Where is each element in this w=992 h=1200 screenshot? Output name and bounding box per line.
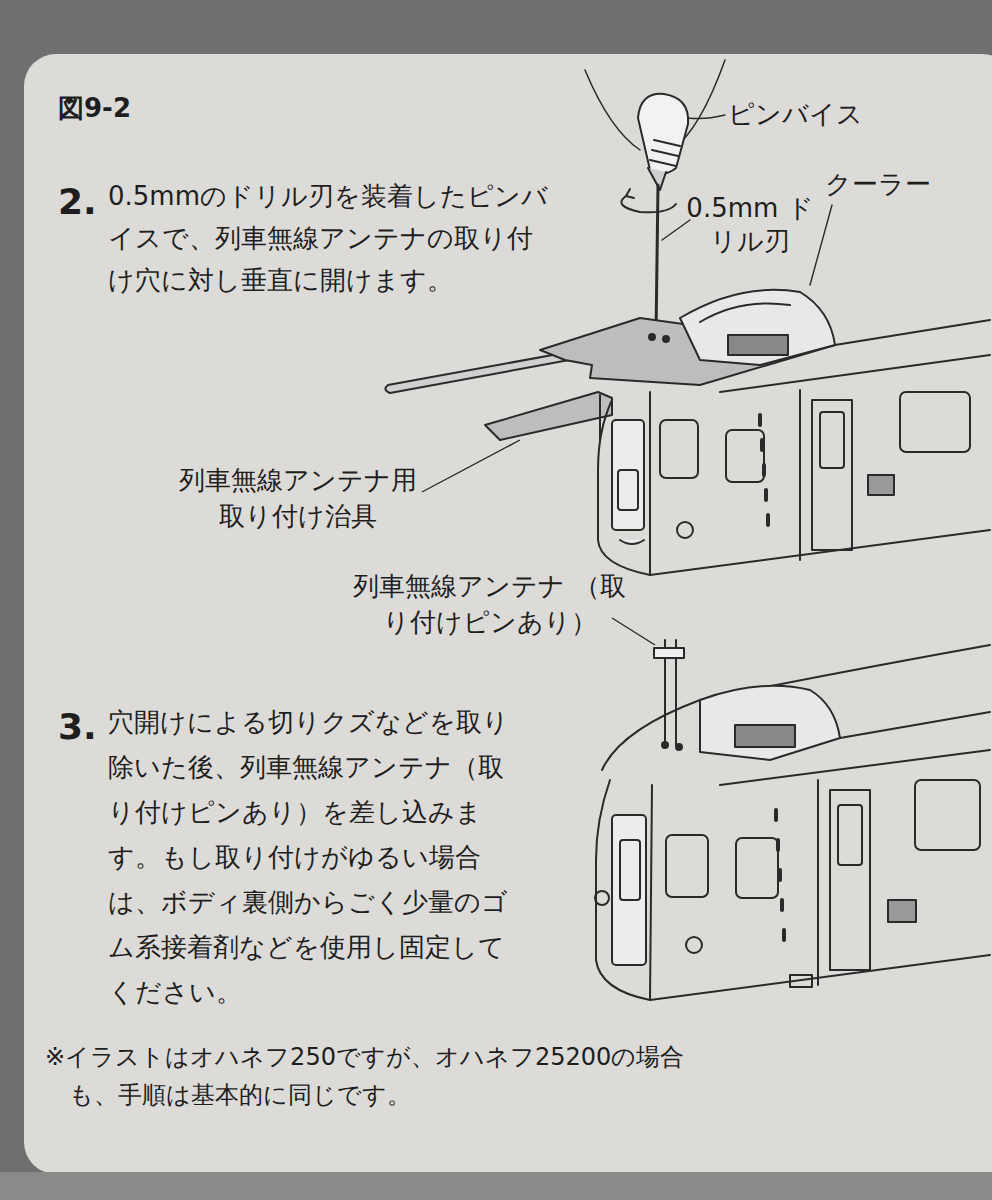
part-label: 0.5mm ドリル刃 [680, 192, 820, 257]
part-label: ピンバイス [728, 98, 863, 132]
leader-line [422, 440, 520, 492]
part-label: 列車無線アンテナ （取り付けピンあり） [352, 568, 627, 641]
step-text: 0.5mmのドリル刃を装着したピンバイスで、列車無線アンテナの取り付け穴に対し垂… [108, 175, 558, 301]
panel [24, 54, 992, 1174]
note: ※イラストはオハネフ250ですが、オハネフ25200の場合も、手順は基本的に同じ… [45, 1038, 729, 1114]
step-text: 穴開けによる切りクズなどを取り除いた後、列車無線アンテナ（取り付けピンあり）を差… [108, 700, 518, 1015]
part-label: クーラー [825, 168, 931, 202]
step-number: 3. [58, 705, 97, 748]
page-edge [0, 1172, 992, 1200]
step-number: 2. [58, 180, 97, 223]
leader-line [612, 618, 655, 645]
car-top [385, 60, 990, 575]
part-label: 列車無線アンテナ用 取り付け治具 [168, 462, 428, 535]
figure-title: 図9-2 [58, 88, 131, 130]
car-bottom [595, 640, 990, 1000]
